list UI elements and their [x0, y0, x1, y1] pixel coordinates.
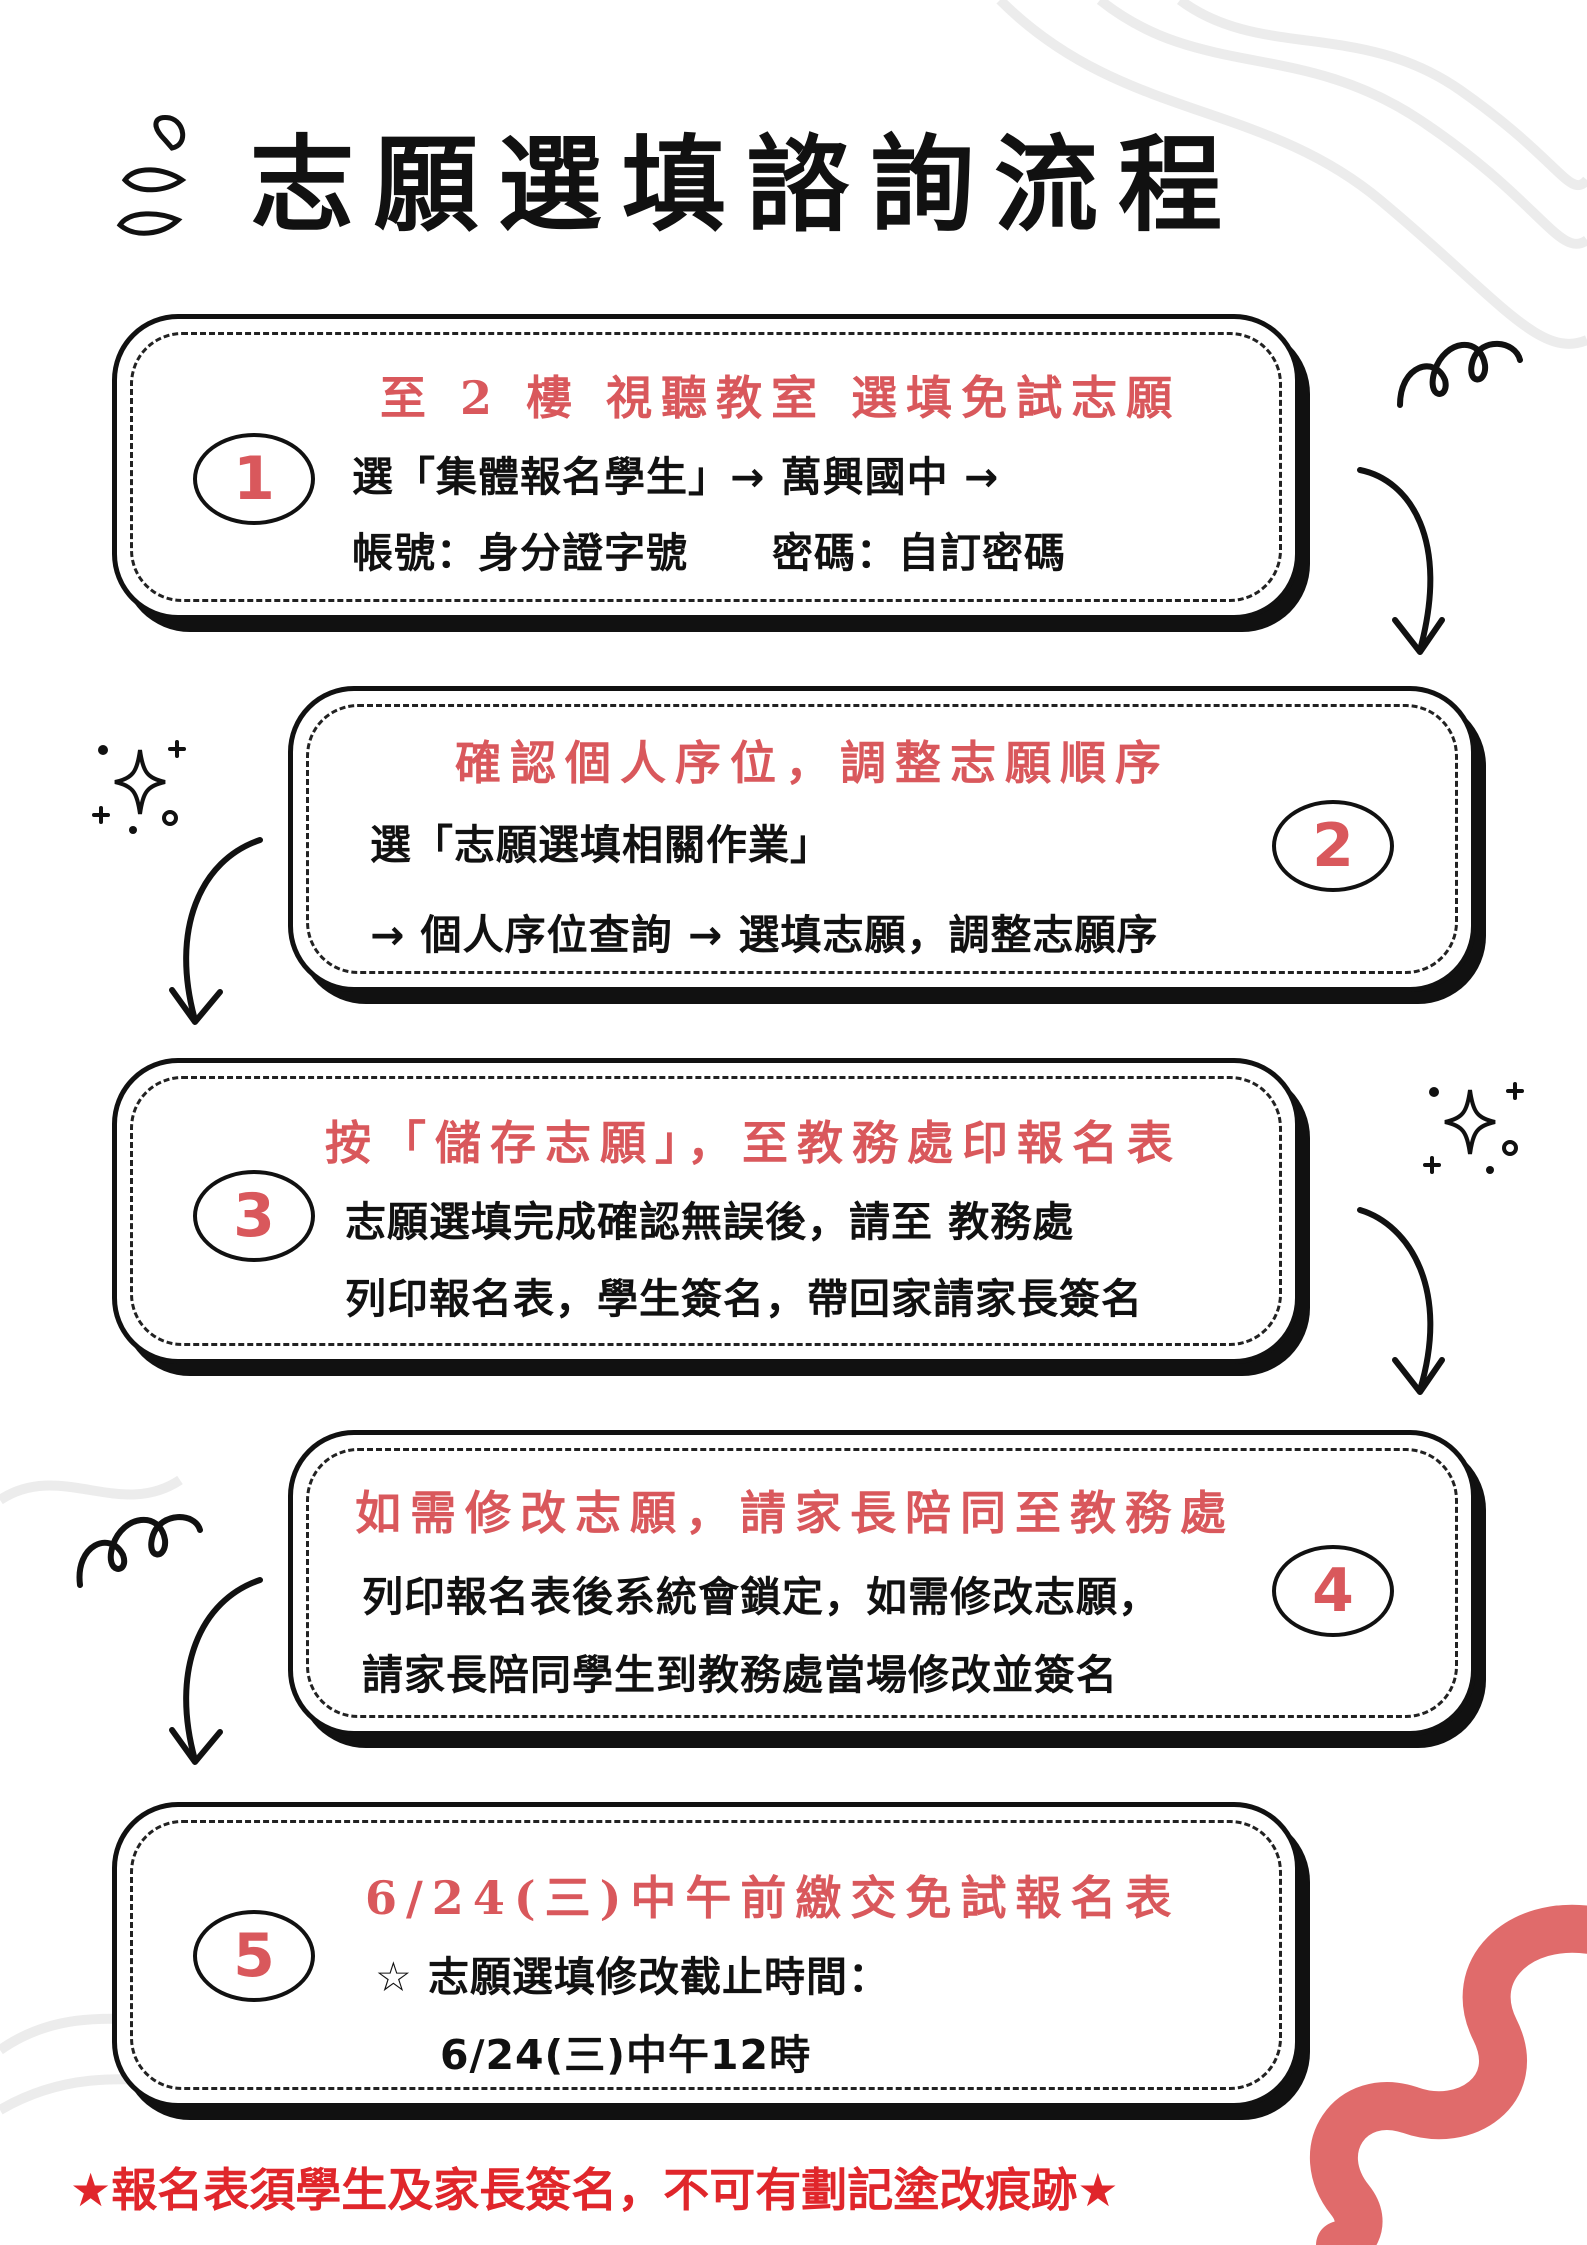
- step-text-line: 志願選填完成確認無誤後，請至 教務處: [345, 1198, 1075, 1246]
- curl-doodle-icon: [76, 1514, 203, 1588]
- step-number-badge: 2: [1272, 800, 1394, 892]
- step-number-badge: 4: [1272, 1545, 1394, 1637]
- step-card-3: [112, 1058, 1310, 1376]
- leaf-doodle-icon: [116, 114, 187, 236]
- step-card-1: [112, 314, 1310, 632]
- notice-banner: ★報名表須學生及家長簽名，不可有劃記塗改痕跡★: [70, 2163, 1119, 2217]
- curved-arrow-icon: [169, 837, 263, 1025]
- step-heading: 按「儲存志願」，至教務處印報名表: [325, 1116, 1182, 1170]
- page-title: 志願選填諮詢流程: [250, 123, 1243, 246]
- step-text-line: 帳號：身分證字號 密碼：自訂密碼: [352, 529, 1066, 577]
- red-wave-decoration: [1309, 1904, 1587, 2245]
- curved-arrow-icon: [1357, 1207, 1445, 1395]
- curved-arrow-icon: [169, 1577, 263, 1765]
- step-heading: 如需修改志願，請家長陪同至教務處: [355, 1486, 1235, 1540]
- step-text-line: 列印報名表，學生簽名，帶回家請家長簽名: [345, 1275, 1143, 1323]
- step-number-badge: 1: [193, 433, 315, 525]
- step-text-line: 請家長陪同學生到教務處當場修改並簽名: [362, 1651, 1118, 1699]
- step-text-line: 列印報名表後系統會鎖定，如需修改志願，: [362, 1573, 1160, 1621]
- step-text-line: → 個人序位查詢 → 選填志願，調整志願序: [370, 911, 1159, 959]
- step-text-line: 6/24(三)中午12時: [440, 2031, 812, 2079]
- sparkle-icon: [1423, 1082, 1524, 1174]
- step-heading: 確認個人序位，調整志願順序: [455, 736, 1170, 790]
- step-number-badge: 3: [193, 1170, 315, 1262]
- curl-doodle-icon: [1397, 340, 1523, 408]
- curved-arrow-icon: [1357, 467, 1445, 655]
- step-card-4: [288, 1430, 1486, 1748]
- step-text-line: ☆ 志願選填修改截止時間：: [375, 1953, 891, 2001]
- step-text-line: 選「志願選填相關作業」: [370, 821, 832, 869]
- sparkle-icon: [92, 740, 186, 834]
- step-heading: 6/24(三)中午前繳交免試報名表: [365, 1871, 1181, 1925]
- step-text-line: 選「集體報名學生」→ 萬興國中 →: [352, 453, 1000, 501]
- step-number-badge: 5: [193, 1910, 315, 2002]
- step-heading: 至 2 樓 視聽教室 選填免試志願: [380, 371, 1182, 425]
